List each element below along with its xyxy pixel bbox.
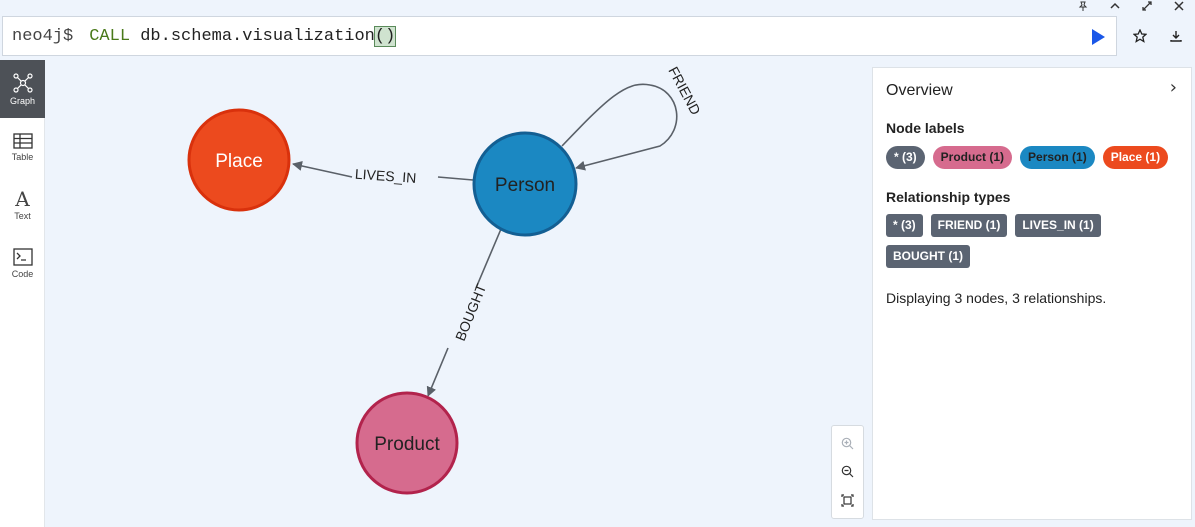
node-labels-list: * (3) Product (1) Person (1) Place (1) <box>886 146 1178 169</box>
zoom-in-icon <box>841 437 854 450</box>
download-icon <box>1170 31 1182 42</box>
collapse-icon[interactable] <box>1099 0 1131 12</box>
sidebar-item-graph[interactable]: Graph <box>0 60 45 118</box>
node-labels-heading: Node labels <box>886 120 965 136</box>
query-parens: () <box>373 25 397 47</box>
close-icon[interactable] <box>1163 0 1195 12</box>
relationship-lives-in-head[interactable] <box>292 161 353 178</box>
overview-title: Overview <box>886 82 953 99</box>
code-icon <box>12 247 33 266</box>
relationship-label-friend: FRIEND <box>665 64 704 118</box>
query-text[interactable]: CALL db.schema.visualization() <box>89 25 397 47</box>
zoom-controls <box>831 425 864 519</box>
relationship-types-list: * (3) FRIEND (1) LIVES_IN (1) BOUGHT (1) <box>886 214 1116 268</box>
rel-type-tag-friend[interactable]: FRIEND (1) <box>930 214 1008 237</box>
sidebar-label-table: Table <box>11 151 34 162</box>
sidebar-item-text[interactable]: A Text <box>0 176 45 234</box>
sidebar-item-table[interactable]: Table <box>0 118 45 176</box>
graph-icon <box>12 72 33 93</box>
sidebar-item-code[interactable]: Code <box>0 234 45 292</box>
favorite-button[interactable] <box>1122 16 1158 56</box>
overview-panel: Overview › Node labels * (3) Product (1)… <box>872 67 1192 520</box>
fullscreen-icon[interactable] <box>1131 0 1163 12</box>
sidebar-label-graph: Graph <box>9 95 35 106</box>
node-label-pill-all[interactable]: * (3) <box>886 146 925 169</box>
download-button[interactable] <box>1158 16 1194 56</box>
editor-prompt: neo4j$ <box>12 26 74 46</box>
zoom-in-button[interactable] <box>836 430 860 456</box>
editor-actions <box>1122 16 1194 56</box>
node-label-pill-place[interactable]: Place (1) <box>1102 146 1169 169</box>
sidebar-label-code: Code <box>11 268 34 279</box>
rel-type-tag-all[interactable]: * (3) <box>886 214 923 237</box>
view-sidebar: Graph Table A Text Code <box>0 60 45 527</box>
node-label-pill-product[interactable]: Product (1) <box>932 146 1013 169</box>
relationship-label-bought: BOUGHT <box>452 281 489 343</box>
node-place[interactable]: Place <box>187 108 291 212</box>
node-label-person: Person <box>495 175 555 196</box>
table-icon <box>12 132 33 149</box>
zoom-out-button[interactable] <box>836 459 860 485</box>
star-icon <box>1133 29 1147 43</box>
query-keyword: CALL <box>89 26 131 46</box>
relationship-types-heading: Relationship types <box>886 189 1011 205</box>
query-editor[interactable]: neo4j$ CALL db.schema.visualization() <box>2 16 1117 56</box>
relationship-bought-head[interactable] <box>426 347 449 397</box>
rel-type-tag-lives-in[interactable]: LIVES_IN (1) <box>1015 214 1101 237</box>
fit-button[interactable] <box>836 488 860 514</box>
relationship-friend[interactable] <box>561 83 678 171</box>
graph-canvas[interactable]: LIVES_IN BOUGHT FRIEND Place Person Prod… <box>46 60 872 527</box>
sidebar-label-text: Text <box>14 211 31 221</box>
node-label-product: Product <box>374 434 440 455</box>
rel-type-tag-bought[interactable]: BOUGHT (1) <box>886 245 970 268</box>
relationship-label-lives-in: LIVES_IN <box>354 166 416 186</box>
node-person[interactable]: Person <box>472 131 578 237</box>
window-controls <box>1067 0 1195 12</box>
run-query-button[interactable] <box>1090 28 1106 46</box>
pin-icon[interactable] <box>1067 0 1099 12</box>
fit-icon <box>841 494 854 507</box>
query-procedure: db.schema.visualization <box>140 26 375 46</box>
relationship-lives-in[interactable] <box>437 176 474 181</box>
text-icon: A <box>15 187 30 211</box>
zoom-out-icon <box>841 466 854 478</box>
relationship-bought[interactable] <box>475 228 502 289</box>
overview-status: Displaying 3 nodes, 3 relationships. <box>886 290 1107 306</box>
node-product[interactable]: Product <box>355 391 459 495</box>
chevron-right-icon[interactable]: › <box>1169 77 1177 98</box>
node-label-place: Place <box>215 151 263 172</box>
node-label-pill-person[interactable]: Person (1) <box>1020 146 1095 169</box>
